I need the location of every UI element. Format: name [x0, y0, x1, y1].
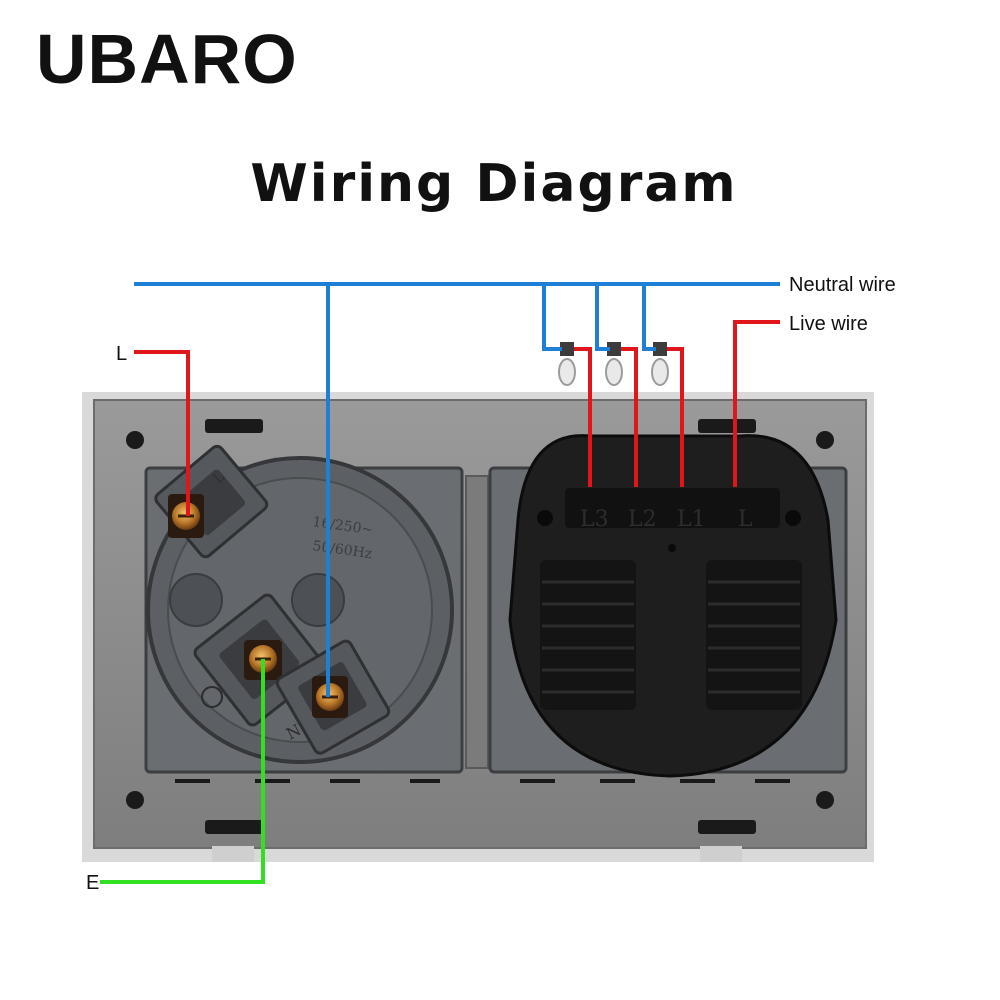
socket-pin-hole: [169, 573, 223, 627]
brand-logo: UBARO: [36, 20, 298, 98]
neutral-drop-switch-1: [542, 284, 562, 351]
mounting-hole: [816, 791, 834, 809]
neutral-drop-switch-3: [642, 284, 656, 351]
switch-grille-left: [540, 560, 636, 710]
wire-connector-icon: [558, 342, 576, 386]
wire-connector-icon: [605, 342, 623, 386]
diagram-title: Wiring Diagram: [250, 154, 738, 214]
live-l1-wire: [667, 347, 684, 487]
earth-wire: [100, 659, 265, 884]
switch-grille-slats: [542, 580, 800, 694]
live-wiring: [134, 320, 780, 516]
switch-terminal-label-l2: L2: [628, 507, 657, 532]
live-l2-wire: [621, 347, 638, 487]
neutral-drop-switch-2: [595, 284, 610, 351]
switch-mount-hole: [785, 510, 801, 526]
mounting-hole: [126, 431, 144, 449]
switch-grille-right: [706, 560, 802, 710]
bottom-tab-right: [700, 846, 742, 862]
live-wire-label: Live wire: [789, 313, 868, 335]
earth-label: E: [86, 872, 100, 894]
switch-terminal-strip: [565, 488, 780, 528]
live-feed-socket: [134, 350, 190, 516]
switch-terminal-label-l: L: [738, 507, 753, 532]
clip-slot: [205, 820, 263, 834]
mounting-hole: [126, 791, 144, 809]
switch-terminal-label-l1: L1: [677, 507, 706, 532]
clip-slot: [698, 419, 756, 433]
live-short-label: L: [116, 343, 128, 365]
live-feed-switch: [733, 320, 780, 487]
switch-mount-hole: [537, 510, 553, 526]
bottom-tab-left: [212, 846, 254, 862]
socket-pin-hole: [291, 573, 345, 627]
neutral-wire-label: Neutral wire: [789, 274, 896, 296]
clip-slot: [698, 820, 756, 834]
switch-center-dot: [668, 544, 676, 552]
neutral-wiring: [134, 282, 780, 697]
mounting-hole: [816, 431, 834, 449]
clip-slot: [205, 419, 263, 433]
switch-terminal-label-l3: L3: [580, 507, 609, 532]
earth-symbol: [201, 686, 223, 708]
module-divider: [465, 475, 489, 769]
wire-connector-icon: [651, 342, 669, 386]
live-l3-wire: [574, 347, 592, 487]
